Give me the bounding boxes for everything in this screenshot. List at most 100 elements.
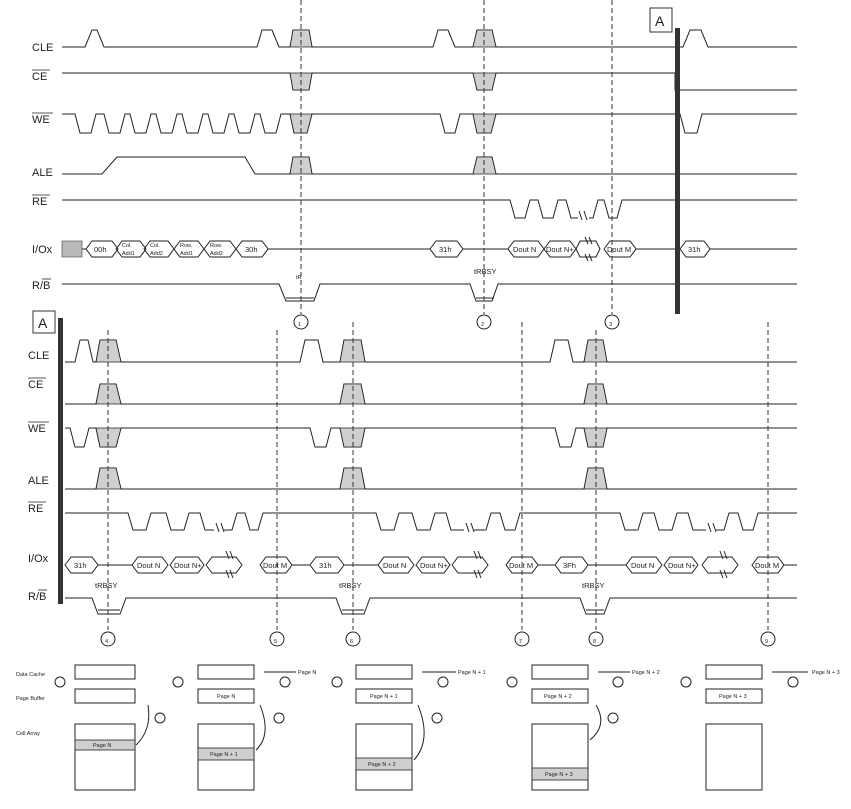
ale-waveform-bottom bbox=[65, 467, 797, 490]
cell-array-box-3 bbox=[355, 723, 413, 791]
ce-waveform-bottom bbox=[65, 383, 797, 405]
svg-text:Page N + 2: Page N + 2 bbox=[632, 670, 660, 676]
svg-text:Add1: Add1 bbox=[122, 251, 135, 257]
svg-text:Dout N: Dout N bbox=[137, 561, 160, 570]
svg-text:9: 9 bbox=[765, 639, 768, 645]
svg-text:Row.: Row. bbox=[210, 243, 223, 249]
rb-label-bottom: R/B bbox=[28, 591, 46, 603]
page-buffer-box-3 bbox=[355, 688, 413, 704]
page-n1-row-2 bbox=[197, 747, 255, 761]
svg-text:3: 3 bbox=[609, 322, 612, 328]
svg-text:Col.: Col. bbox=[122, 243, 132, 249]
bottom-timing-section: A CLE CE WE ALE RE bbox=[28, 310, 797, 647]
trbsy-label-b1: tRBSY bbox=[95, 581, 118, 590]
svg-text:Row.: Row. bbox=[180, 243, 193, 249]
svg-text:3Fh: 3Fh bbox=[563, 561, 576, 570]
svg-text:Col.: Col. bbox=[150, 243, 160, 249]
bus-dout-n1-b1 bbox=[169, 556, 205, 574]
page-buffer-box-1 bbox=[74, 688, 136, 704]
svg-text:4: 4 bbox=[105, 639, 108, 645]
step-marker-6 bbox=[345, 631, 361, 647]
svg-text:Page N: Page N bbox=[298, 670, 316, 676]
svg-text:31h: 31h bbox=[439, 245, 452, 254]
svg-text:Page N + 1: Page N + 1 bbox=[210, 752, 238, 758]
bus-dout-n-b2 bbox=[377, 556, 415, 574]
data-cache-box-3 bbox=[355, 664, 413, 680]
page-buffer-label: Page Buffer bbox=[16, 696, 45, 702]
svg-text:Dout M: Dout M bbox=[263, 561, 287, 570]
svg-text:Dout N: Dout N bbox=[513, 245, 536, 254]
trbsy-label-b3: tRBSY bbox=[582, 581, 605, 590]
we-waveform-top bbox=[62, 113, 797, 134]
svg-text:8: 8 bbox=[593, 639, 596, 645]
cle-waveform-bottom bbox=[65, 339, 797, 363]
we-waveform-bottom bbox=[65, 427, 797, 448]
ale-label-top: ALE bbox=[32, 167, 53, 179]
cle-latch-highlight-1 bbox=[289, 29, 313, 48]
data-cache-label: Data Cache bbox=[16, 672, 45, 678]
step-marker-3 bbox=[604, 314, 620, 330]
svg-text:Add2: Add2 bbox=[210, 251, 223, 257]
step-marker-7 bbox=[514, 631, 530, 647]
step-marker-4 bbox=[100, 631, 116, 647]
step-marker-9 bbox=[760, 631, 776, 647]
re-label-top: RE bbox=[32, 196, 47, 208]
page-n3-row-4 bbox=[531, 767, 589, 781]
page-buffer-box-2 bbox=[197, 688, 255, 704]
svg-text:1: 1 bbox=[298, 322, 301, 328]
step-marker-8 bbox=[588, 631, 604, 647]
svg-text:31h: 31h bbox=[319, 561, 332, 570]
cle-waveform-top bbox=[62, 29, 797, 48]
svg-text:31h: 31h bbox=[74, 561, 87, 570]
bus-00h bbox=[85, 240, 119, 258]
ale-waveform-top bbox=[62, 156, 797, 175]
svg-text:31h: 31h bbox=[688, 245, 701, 254]
data-cache-box-5 bbox=[705, 664, 763, 680]
svg-text:Add1: Add1 bbox=[180, 251, 193, 257]
continuation-marker-bottom bbox=[32, 310, 56, 334]
svg-text:Dout M: Dout M bbox=[607, 245, 631, 254]
svg-text:30h: 30h bbox=[245, 245, 258, 254]
svg-text:Dout N: Dout N bbox=[383, 561, 406, 570]
svg-text:Add2: Add2 bbox=[150, 251, 163, 257]
step-marker-1 bbox=[293, 314, 309, 330]
cle-latch-highlight-2 bbox=[472, 29, 497, 48]
svg-text:00h: 00h bbox=[94, 245, 107, 254]
svg-text:Page N + 2: Page N + 2 bbox=[368, 762, 396, 768]
tr-label: tR bbox=[296, 275, 302, 281]
cell-array-box-1 bbox=[74, 723, 136, 791]
page-n2-row-3 bbox=[355, 757, 413, 771]
svg-text:2: 2 bbox=[481, 322, 484, 328]
svg-text:Page N + 2: Page N + 2 bbox=[544, 694, 572, 700]
svg-text:Dout N: Dout N bbox=[631, 561, 654, 570]
svg-text:Dout M: Dout M bbox=[509, 561, 533, 570]
ale-latch-highlight-2 bbox=[472, 156, 497, 175]
page-n-row-1 bbox=[74, 739, 136, 751]
cache-block-diagram: Data Cache Page Buffer Cell Array Page N… bbox=[16, 664, 840, 791]
rb-waveform-top bbox=[62, 283, 797, 302]
data-cache-box-4 bbox=[531, 664, 589, 680]
we-label-top: WE bbox=[32, 114, 50, 126]
svg-text:A: A bbox=[38, 315, 48, 331]
svg-text:Page N + 3: Page N + 3 bbox=[719, 694, 747, 700]
svg-text:A: A bbox=[655, 13, 665, 29]
svg-text:6: 6 bbox=[350, 639, 353, 645]
cell-array-box-4 bbox=[531, 723, 589, 791]
rb-waveform-bottom bbox=[65, 597, 797, 615]
svg-text:Page N: Page N bbox=[217, 694, 235, 700]
ce-label-top: CE bbox=[32, 71, 47, 83]
cell-array-box-5 bbox=[705, 723, 763, 791]
step-marker-5 bbox=[269, 631, 285, 647]
ce-waveform-top bbox=[62, 72, 797, 91]
we-label-bottom: WE bbox=[28, 423, 46, 435]
trbsy-label-b2: tRBSY bbox=[339, 581, 362, 590]
re-waveform-bottom-1 bbox=[65, 512, 214, 531]
svg-text:Dout N+: Dout N+ bbox=[420, 561, 448, 570]
cell-array-label: Cell Array bbox=[16, 731, 40, 737]
svg-text:7: 7 bbox=[519, 639, 522, 645]
svg-text:Page N + 3: Page N + 3 bbox=[545, 772, 573, 778]
bus-dout-n-b1 bbox=[131, 556, 169, 574]
page-buffer-box-4 bbox=[531, 688, 589, 704]
svg-text:5: 5 bbox=[274, 639, 277, 645]
